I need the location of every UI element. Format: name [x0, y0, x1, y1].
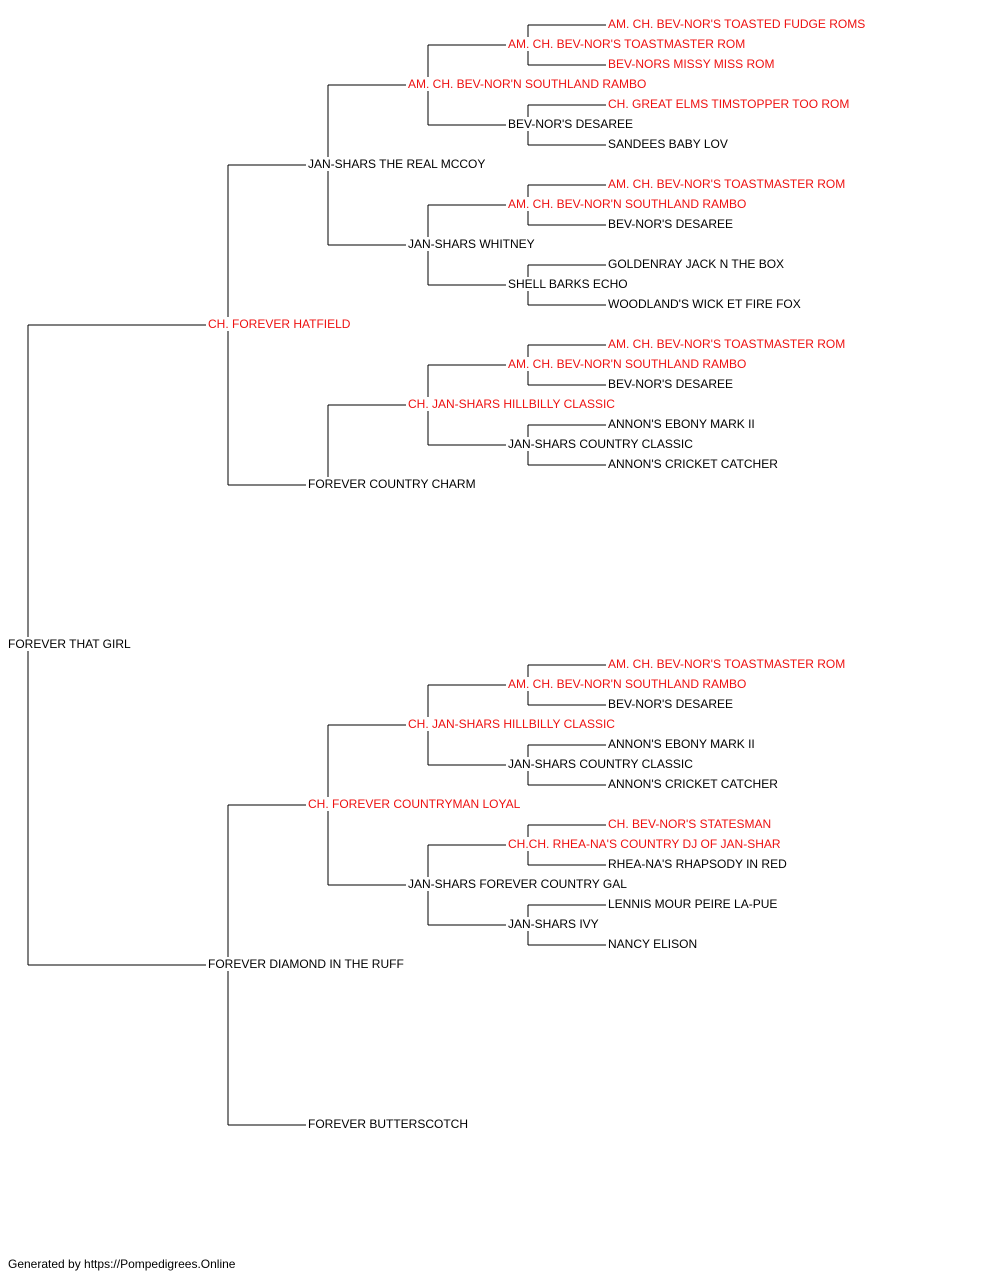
sire-name: ANNON'S EBONY MARK II: [608, 417, 757, 431]
dam-name: FOREVER BUTTERSCOTCH: [308, 1117, 471, 1131]
dam-name: JAN-SHARS IVY: [508, 917, 601, 931]
dam-name: BEV-NOR'S DESAREE: [508, 117, 635, 131]
dam-name: SHELL BARKS ECHO: [508, 277, 630, 291]
sire-name: AM. CH. BEV-NOR'N SOUTHLAND RAMBO: [408, 77, 649, 91]
sire-name: CH. BEV-NOR'S STATESMAN: [608, 817, 774, 831]
sire-name: CH. GREAT ELMS TIMSTOPPER TOO ROM: [608, 97, 852, 111]
dam-name: BEV-NOR'S DESAREE: [608, 217, 735, 231]
sire-name: AM. CH. BEV-NOR'N SOUTHLAND RAMBO: [508, 677, 749, 691]
dam-name: ANNON'S CRICKET CATCHER: [608, 777, 780, 791]
dam-name: JAN-SHARS COUNTRY CLASSIC: [508, 757, 695, 771]
dam-name: BEV-NORS MISSY MISS ROM: [608, 57, 777, 71]
dam-name: SANDEES BABY LOV: [608, 137, 730, 151]
dam-name: JAN-SHARS COUNTRY CLASSIC: [508, 437, 695, 451]
sire-name: AM. CH. BEV-NOR'S TOASTED FUDGE ROMS: [608, 17, 868, 31]
sire-name: AM. CH. BEV-NOR'N SOUTHLAND RAMBO: [508, 197, 749, 211]
dam-name: JAN-SHARS WHITNEY: [408, 237, 537, 251]
subject-name: FOREVER THAT GIRL: [8, 637, 133, 651]
sire-name: CH.CH. RHEA-NA'S COUNTRY DJ OF JAN-SHAR: [508, 837, 783, 851]
sire-name: GOLDENRAY JACK N THE BOX: [608, 257, 787, 271]
dam-name: FOREVER COUNTRY CHARM: [308, 477, 478, 491]
sire-name: AM. CH. BEV-NOR'S TOASTMASTER ROM: [608, 657, 848, 671]
sire-name: AM. CH. BEV-NOR'S TOASTMASTER ROM: [608, 177, 848, 191]
sire-name: JAN-SHARS THE REAL MCCOY: [308, 157, 488, 171]
dam-name: NANCY ELISON: [608, 937, 700, 951]
sire-name: CH. JAN-SHARS HILLBILLY CLASSIC: [408, 717, 617, 731]
dam-name: WOODLAND'S WICK ET FIRE FOX: [608, 297, 803, 311]
sire-name: AM. CH. BEV-NOR'S TOASTMASTER ROM: [608, 337, 848, 351]
sire-name: ANNON'S EBONY MARK II: [608, 737, 757, 751]
sire-name: AM. CH. BEV-NOR'N SOUTHLAND RAMBO: [508, 357, 749, 371]
sire-name: CH. JAN-SHARS HILLBILLY CLASSIC: [408, 397, 617, 411]
sire-name: CH. FOREVER COUNTRYMAN LOYAL: [308, 797, 523, 811]
dam-name: ANNON'S CRICKET CATCHER: [608, 457, 780, 471]
dam-name: BEV-NOR'S DESAREE: [608, 697, 735, 711]
dam-name: RHEA-NA'S RHAPSODY IN RED: [608, 857, 789, 871]
footer-credit: Generated by https://Pompedigrees.Online: [8, 1257, 236, 1271]
dam-name: FOREVER DIAMOND IN THE RUFF: [208, 957, 406, 971]
dam-name: BEV-NOR'S DESAREE: [608, 377, 735, 391]
sire-name: LENNIS MOUR PEIRE LA-PUE: [608, 897, 780, 911]
sire-name: AM. CH. BEV-NOR'S TOASTMASTER ROM: [508, 37, 748, 51]
sire-name: CH. FOREVER HATFIELD: [208, 317, 353, 331]
dam-name: JAN-SHARS FOREVER COUNTRY GAL: [408, 877, 629, 891]
